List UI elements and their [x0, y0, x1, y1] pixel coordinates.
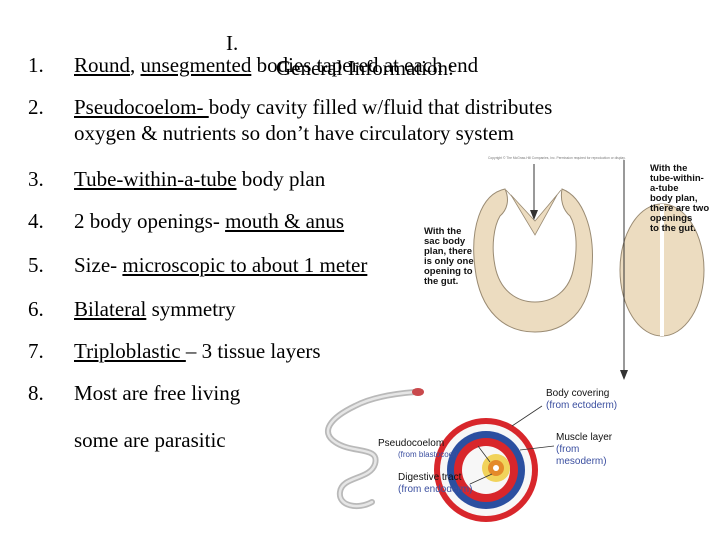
- item-text-part: 2 body openings-: [74, 209, 226, 233]
- svg-text:Muscle layer: Muscle layer: [556, 432, 613, 443]
- svg-text:tube-within-: tube-within-: [650, 173, 704, 184]
- tube-label: With the tube-within- a-tube body plan, …: [650, 163, 709, 234]
- item-text-part: Most are free living: [74, 381, 241, 405]
- item-text-part: ,: [130, 53, 141, 77]
- underlined-term: Tube-within-a-tube: [74, 167, 237, 191]
- svg-text:there are two: there are two: [650, 203, 709, 214]
- svg-text:With the: With the: [424, 226, 461, 237]
- item-number: 1.: [28, 53, 44, 77]
- underlined-term: Bilateral: [74, 297, 147, 321]
- underlined-term: Round: [74, 53, 131, 77]
- item-number: 6.: [28, 297, 44, 321]
- body-plan-figure: Copyright © The McGraw-Hill Companies, I…: [424, 156, 709, 380]
- item-number: 8.: [28, 381, 44, 405]
- copyright-note: Copyright © The McGraw-Hill Companies, I…: [488, 156, 626, 160]
- underlined-term: Triploblastic: [74, 339, 186, 363]
- svg-text:openings: openings: [650, 213, 692, 224]
- item-number: 4.: [28, 209, 44, 233]
- item-text: Bilateral symmetry: [74, 296, 236, 322]
- item-text: Tube-within-a-tube body plan: [74, 166, 325, 192]
- svg-text:the gut.: the gut.: [424, 276, 458, 287]
- slide-title: I. General Information:: [0, 6, 720, 81]
- svg-text:With the: With the: [650, 163, 687, 174]
- svg-text:Body covering: Body covering: [546, 388, 609, 399]
- item-number: 7.: [28, 339, 44, 363]
- item-text: Most are free living: [74, 380, 240, 406]
- item-text-part: Size-: [74, 253, 123, 277]
- sac-label: With the sac body plan, there is only on…: [424, 226, 474, 287]
- svg-text:(from endoderm): (from endoderm): [398, 484, 472, 495]
- svg-text:sac body: sac body: [424, 236, 466, 247]
- extra-line: some are parasitic: [74, 428, 226, 452]
- sac-body-shape: [473, 188, 593, 333]
- body-covering-label: Body covering (from ectoderm): [546, 388, 617, 411]
- item-text: Pseudocoelom- body cavity filled w/fluid…: [74, 94, 552, 146]
- item-number: 2.: [28, 95, 44, 119]
- svg-text:plan, there: plan, there: [424, 246, 472, 257]
- svg-text:body plan,: body plan,: [650, 193, 698, 204]
- svg-text:(from ectoderm): (from ectoderm): [546, 400, 617, 411]
- item-text-part: – 3 tissue layers: [185, 339, 321, 363]
- item-text: Triploblastic – 3 tissue layers: [74, 338, 321, 364]
- svg-text:mesoderm): mesoderm): [556, 456, 607, 467]
- svg-text:to the gut.: to the gut.: [650, 223, 696, 234]
- title-number: I.: [226, 31, 239, 55]
- svg-text:a-tube: a-tube: [650, 183, 679, 194]
- item-number: 5.: [28, 253, 44, 277]
- svg-text:(from blastocoel): (from blastocoel): [398, 450, 458, 459]
- item-number: 3.: [28, 167, 44, 191]
- muscle-layer-label: Muscle layer (from mesoderm): [556, 432, 613, 467]
- item-text-part: bodies tapered at each end: [251, 53, 479, 77]
- item-text: Round, unsegmented bodies tapered at eac…: [74, 52, 478, 78]
- item-text-part: body plan: [236, 167, 326, 191]
- title-text: General Information:: [276, 56, 454, 80]
- item-text-part: body cavity filled w/fluid that distribu…: [208, 95, 553, 119]
- svg-text:is only one: is only one: [424, 256, 474, 267]
- item-text: Size- microscopic to about 1 meter: [74, 252, 367, 278]
- svg-text:opening to: opening to: [424, 266, 473, 277]
- underlined-term: Pseudocoelom-: [74, 95, 209, 119]
- svg-text:Digestive tract: Digestive tract: [398, 472, 462, 483]
- underlined-term: microscopic to about 1 meter: [122, 253, 368, 277]
- underlined-term: mouth & anus: [225, 209, 345, 233]
- svg-text:(from: (from: [556, 444, 579, 455]
- cross-section-figure: Body covering (from ectoderm) Muscle lay…: [325, 388, 617, 522]
- pseudocoelom-label: Pseudocoelom (from blastocoel): [378, 438, 458, 459]
- svg-text:Pseudocoelom: Pseudocoelom: [378, 438, 444, 449]
- digestive-tract-label: Digestive tract (from endoderm): [398, 472, 472, 495]
- item-text: 2 body openings- mouth & anus: [74, 208, 344, 234]
- item-text-line2: oxygen & nutrients so don’t have circula…: [74, 121, 514, 145]
- underlined-term: unsegmented: [140, 53, 252, 77]
- item-text-part: symmetry: [146, 297, 236, 321]
